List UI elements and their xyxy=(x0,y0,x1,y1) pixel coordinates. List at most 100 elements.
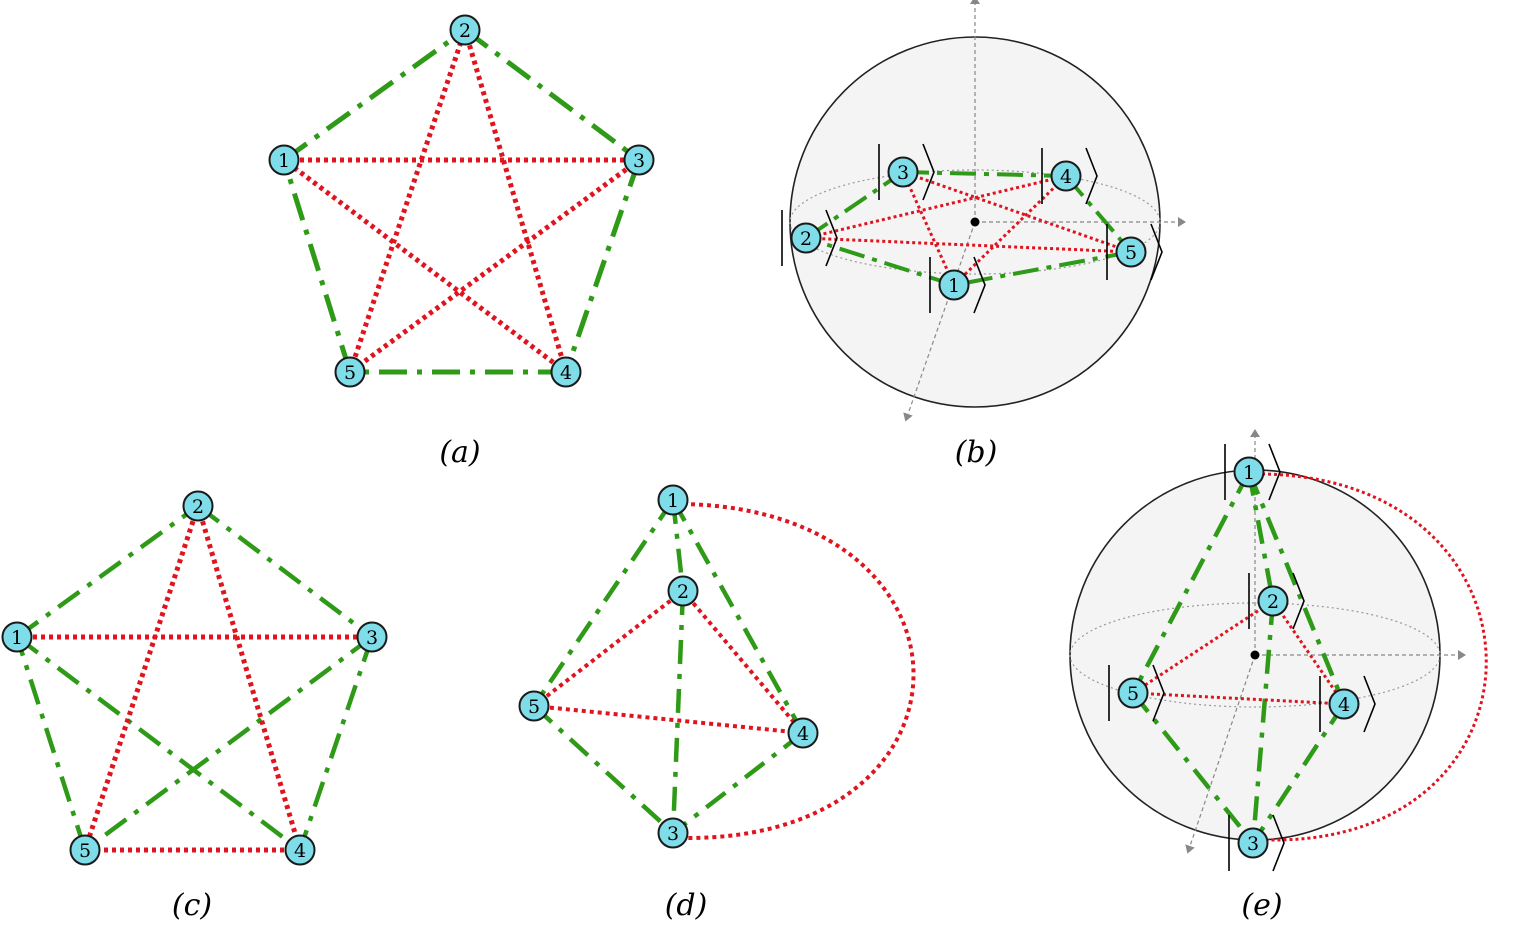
node-label: 5 xyxy=(528,696,540,718)
node-circle xyxy=(657,817,689,849)
red-edge-4-1 xyxy=(952,174,1068,287)
caption-d: (d) xyxy=(665,888,708,923)
panel-b: 1 2 3 4 5 xyxy=(781,0,1186,422)
origin-dot xyxy=(1250,650,1260,660)
red-edge-3-5 xyxy=(902,170,1132,254)
node-label: 1 xyxy=(278,150,290,172)
red-edge-3-5 xyxy=(348,157,641,375)
axis-arrowhead-icon xyxy=(1178,217,1186,227)
ket-angle-bracket xyxy=(973,256,986,314)
node-2: 2 xyxy=(781,209,838,267)
red-edge-2-4 xyxy=(462,29,569,373)
axis-arrowhead-icon xyxy=(1458,650,1466,660)
node-circle xyxy=(1117,677,1149,709)
node-circle xyxy=(550,356,582,388)
edges xyxy=(14,504,375,853)
node-label: 4 xyxy=(1060,166,1072,188)
ket-angle-bracket xyxy=(825,209,838,267)
node-3: 3 xyxy=(878,143,935,201)
red-edge-2-4 xyxy=(805,174,1067,240)
node-label: 2 xyxy=(459,20,471,42)
node-label: 3 xyxy=(897,162,909,184)
green-edge-2-3 xyxy=(196,504,374,639)
red-edge-2-4 xyxy=(681,589,805,735)
red-edge-5-4 xyxy=(1132,691,1345,706)
ket-angle-bracket xyxy=(922,143,935,201)
edges xyxy=(281,27,642,375)
green-edge-4-3 xyxy=(1251,702,1346,845)
node-label: 4 xyxy=(294,840,306,862)
node-4: 4 xyxy=(284,834,316,866)
ket-angle-bracket xyxy=(1268,443,1281,501)
node-label: 3 xyxy=(366,627,378,649)
node-1: 1 xyxy=(929,256,986,314)
node-circle xyxy=(667,575,699,607)
caption-c: (c) xyxy=(172,888,212,923)
ket-angle-bracket xyxy=(1272,814,1285,872)
green-edge-1-4 xyxy=(671,498,805,735)
node-circle xyxy=(623,144,655,176)
node-1: 1 xyxy=(1224,443,1281,501)
node-circle xyxy=(657,484,689,516)
node-label: 4 xyxy=(1338,694,1350,716)
node-3: 3 xyxy=(1228,814,1285,872)
node-circle xyxy=(518,690,550,722)
green-edge-1-2 xyxy=(1246,471,1276,602)
ket-angle-bracket xyxy=(1150,223,1163,281)
node-circle xyxy=(284,834,316,866)
axis-arrowhead-icon xyxy=(970,0,980,4)
axis-arrowhead-icon xyxy=(903,412,913,422)
node-circle xyxy=(1237,827,1269,859)
node-label: 2 xyxy=(677,581,689,603)
ket-angle-bracket xyxy=(1152,664,1165,722)
red-edge-2-4 xyxy=(1271,600,1346,705)
node-4: 4 xyxy=(1041,147,1098,205)
node-5: 5 xyxy=(518,690,550,722)
node-label: 5 xyxy=(1127,683,1139,705)
node-circle xyxy=(69,834,101,866)
panel-e: 1 2 3 4 5 xyxy=(1069,429,1488,872)
node-circle xyxy=(1050,160,1082,192)
axis-arrowhead-icon xyxy=(1250,429,1260,437)
node-circle xyxy=(1233,456,1265,488)
red-edge-4-1 xyxy=(282,158,568,374)
green-edge-1-2 xyxy=(282,27,467,163)
node-circle xyxy=(1257,585,1289,617)
red-edge-1-3 xyxy=(1261,472,1488,842)
node-circle xyxy=(449,14,481,46)
node-5: 5 xyxy=(1108,664,1165,722)
node-circle xyxy=(334,356,366,388)
red-edge-2-5 xyxy=(82,505,201,851)
node-label: 4 xyxy=(560,362,572,384)
node-2: 2 xyxy=(667,575,699,607)
axis-line xyxy=(1189,654,1256,847)
node-label: 3 xyxy=(1247,833,1259,855)
node-circle xyxy=(182,490,214,522)
node-label: 5 xyxy=(1125,242,1137,264)
green-edge-3-5 xyxy=(83,635,374,852)
green-edge-1-5 xyxy=(1131,470,1251,695)
node-label: 5 xyxy=(79,840,91,862)
green-edge-3-4 xyxy=(563,159,642,373)
red-edge-5-2 xyxy=(805,236,1132,254)
node-label: 2 xyxy=(1267,591,1279,613)
node-4: 4 xyxy=(550,356,582,388)
node-label: 3 xyxy=(667,823,679,845)
node-5: 5 xyxy=(69,834,101,866)
node-1: 1 xyxy=(657,484,689,516)
node-circle xyxy=(787,717,819,749)
red-edge-5-2 xyxy=(347,29,468,373)
red-edge-2-5 xyxy=(1132,599,1274,695)
ket-angle-bracket xyxy=(1363,675,1376,733)
green-edge-2-3 xyxy=(804,170,905,240)
node-circle xyxy=(1115,236,1147,268)
red-edge-2-5 xyxy=(532,589,685,708)
node-1: 1 xyxy=(1,621,33,653)
node-2: 2 xyxy=(449,14,481,46)
green-edge-1-5 xyxy=(532,498,675,708)
green-edge-4-5 xyxy=(1064,174,1133,254)
green-edge-4-3 xyxy=(671,731,805,835)
